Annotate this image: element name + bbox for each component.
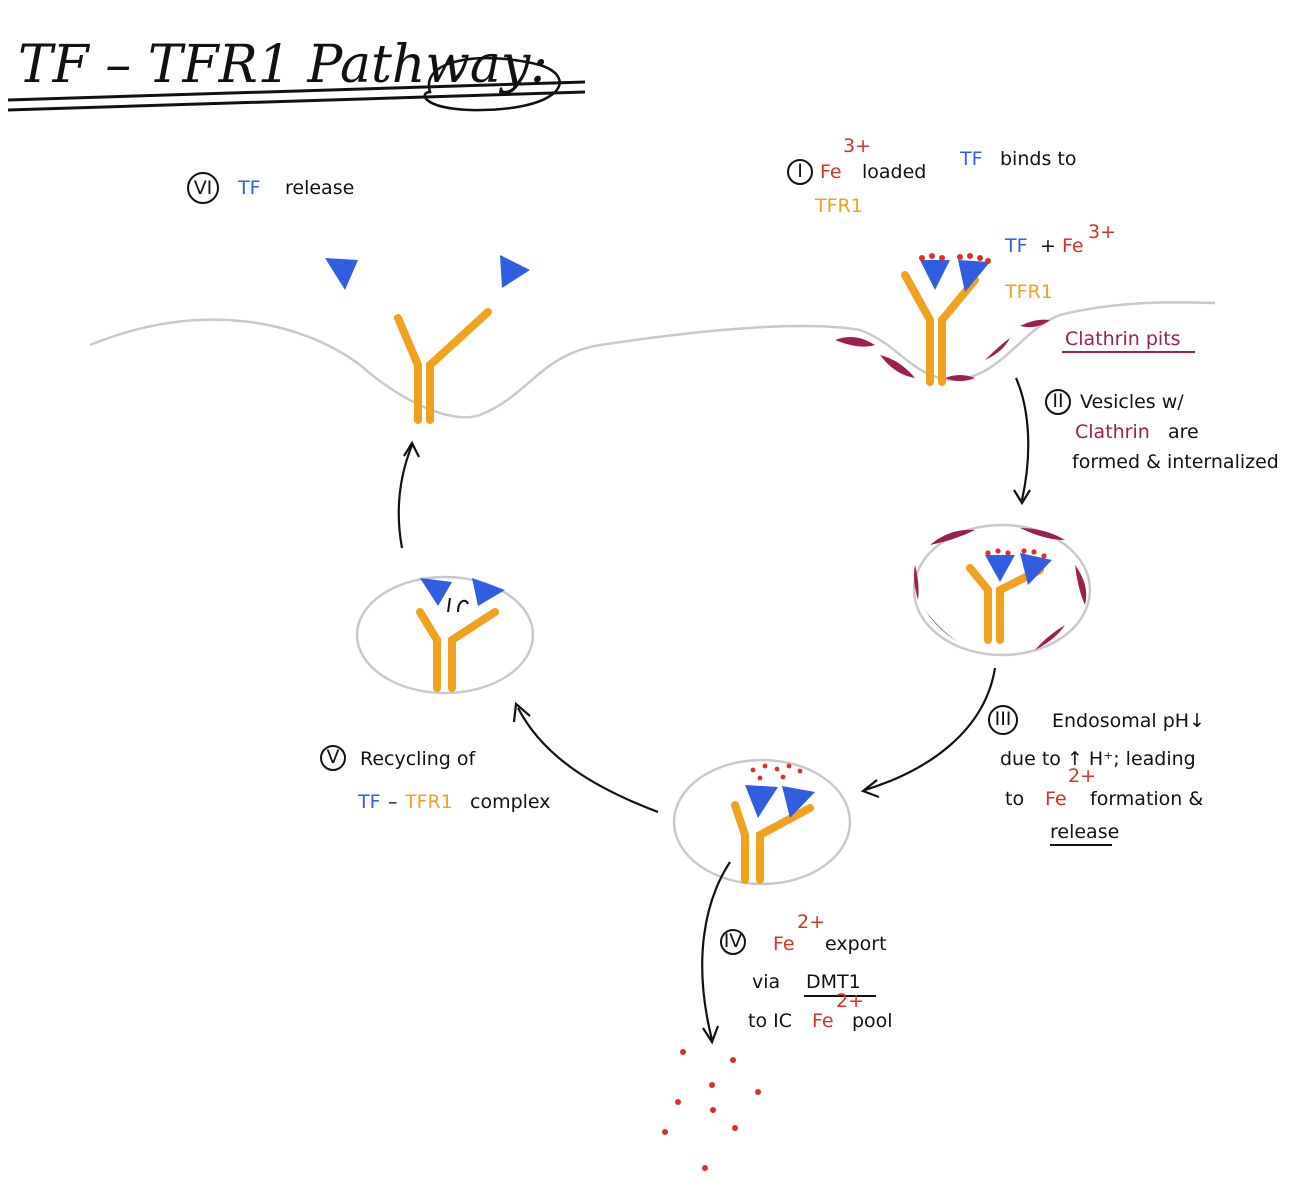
svg-text:3+: 3+: [843, 135, 871, 157]
svg-text:VI: VI: [194, 177, 213, 199]
receptor-annotation: TF + Fe 3+ TFR1 Clathrin pits: [1004, 221, 1195, 353]
svg-text:binds to: binds to: [1000, 148, 1076, 170]
step3-label: III Endosomal pH↓ due to ↑ H⁺; leading t…: [988, 705, 1205, 846]
svg-text:TF: TF: [357, 791, 381, 813]
step6-label: VI TF release: [187, 172, 354, 204]
clathrin-pits: [835, 319, 1050, 381]
svg-text:TF: TF: [1004, 235, 1028, 257]
svg-text:to: to: [1005, 788, 1024, 810]
svg-text:Fe: Fe: [1045, 788, 1067, 810]
arrowhead: [702, 1025, 720, 1045]
step5-label: V Recycling of TF – TFR1 complex: [320, 745, 551, 813]
svg-text:TF: TF: [959, 148, 983, 170]
endosome: [672, 758, 852, 886]
svg-text:Fe: Fe: [812, 1010, 834, 1032]
svg-text:formed & internalized: formed & internalized: [1072, 451, 1279, 473]
svg-text:II: II: [1052, 390, 1063, 412]
svg-text:DMT1: DMT1: [806, 971, 861, 993]
tf-iron-bound-step1: [919, 253, 991, 292]
svg-text:TFR1: TFR1: [814, 195, 863, 217]
svg-text:due to ↑ H⁺; leading: due to ↑ H⁺; leading: [1000, 748, 1196, 770]
title-underline: [7, 56, 586, 112]
arrow-acidification: [864, 667, 997, 792]
svg-text:pool: pool: [852, 1010, 893, 1032]
svg-text:2+: 2+: [1068, 765, 1096, 787]
svg-text:Clathrin: Clathrin: [1075, 421, 1150, 443]
ic-iron-pool: [662, 1049, 761, 1171]
arrow-internalization: [1014, 377, 1030, 501]
arrowhead: [403, 440, 420, 458]
svg-text:TFR1: TFR1: [404, 791, 453, 813]
svg-text:2+: 2+: [797, 911, 825, 933]
svg-text:Fe: Fe: [773, 933, 795, 955]
arrow-recycle-to-membrane: [397, 444, 414, 549]
cell-membrane: [89, 301, 1216, 419]
tfr1-receptor-step6: [394, 308, 492, 424]
svg-text:release: release: [1050, 821, 1119, 843]
svg-text:III: III: [995, 708, 1012, 730]
svg-text:IV: IV: [724, 930, 743, 952]
arrow-iron-export: [701, 861, 731, 1041]
svg-text:3+: 3+: [1088, 221, 1116, 243]
svg-text:Endosomal pH↓: Endosomal pH↓: [1052, 710, 1205, 732]
svg-text:+: +: [1040, 235, 1056, 257]
svg-text:–: –: [388, 791, 398, 813]
clathrin-coated-vesicle: [912, 523, 1092, 657]
svg-text:2+: 2+: [836, 990, 864, 1012]
step1-label: I Fe 3+ loaded TF binds to TFR1: [787, 135, 1076, 217]
step2-label: II Vesicles w/ Clathrin are formed & int…: [1045, 389, 1279, 473]
svg-text:Fe: Fe: [1062, 235, 1084, 257]
svg-text:Clathrin pits: Clathrin pits: [1065, 328, 1181, 350]
svg-text:formation &: formation &: [1090, 788, 1203, 810]
svg-text:I: I: [797, 160, 803, 182]
svg-text:release: release: [285, 177, 354, 199]
arrowhead: [860, 779, 880, 799]
arrowhead: [512, 701, 531, 723]
svg-text:Recycling of: Recycling of: [360, 748, 476, 770]
svg-text:Vesicles w/: Vesicles w/: [1080, 391, 1184, 413]
svg-text:TF: TF: [237, 177, 261, 199]
svg-text:loaded: loaded: [862, 161, 926, 183]
svg-text:V: V: [327, 746, 340, 768]
tfr1-receptor-step1: [901, 271, 979, 386]
recycling-vesicle: [355, 575, 535, 695]
svg-text:to IC: to IC: [748, 1010, 792, 1032]
svg-text:are: are: [1168, 421, 1199, 443]
svg-text:complex: complex: [470, 791, 551, 813]
tf-released: [325, 255, 530, 290]
step4-label: IV Fe 2+ export via DMT1 to IC Fe 2+ poo…: [720, 911, 893, 1032]
svg-text:export: export: [825, 933, 887, 955]
svg-text:via: via: [752, 971, 780, 993]
arrowhead: [1013, 489, 1031, 506]
svg-text:TFR1: TFR1: [1004, 281, 1053, 303]
arrow-recycling: [517, 707, 659, 814]
svg-text:Fe: Fe: [820, 161, 842, 183]
